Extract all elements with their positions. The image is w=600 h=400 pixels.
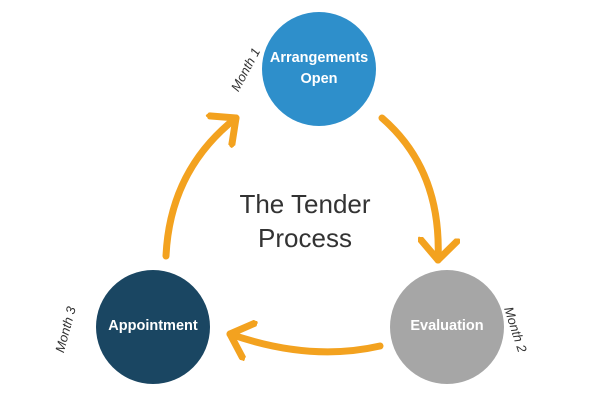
arrow-evaluation-to-appointment (226, 334, 384, 352)
arrangements-label-line2: Open (300, 71, 338, 87)
appointment-node: Appointment (96, 270, 210, 384)
appointment-label: Appointment (108, 318, 198, 335)
arrangements-open-label: Arrangements Open (270, 48, 368, 90)
arrangements-open-node: Arrangements Open (262, 12, 376, 126)
arrangements-label-line1: Arrangements (269, 49, 369, 66)
arrow-appointment-to-arrangements (162, 118, 240, 260)
arrow-arrangements-to-evaluation (378, 114, 438, 264)
diagram-title: The Tender Process (239, 189, 371, 253)
evaluation-node: Evaluation (390, 270, 504, 384)
evaluation-label: Evaluation (410, 318, 484, 335)
